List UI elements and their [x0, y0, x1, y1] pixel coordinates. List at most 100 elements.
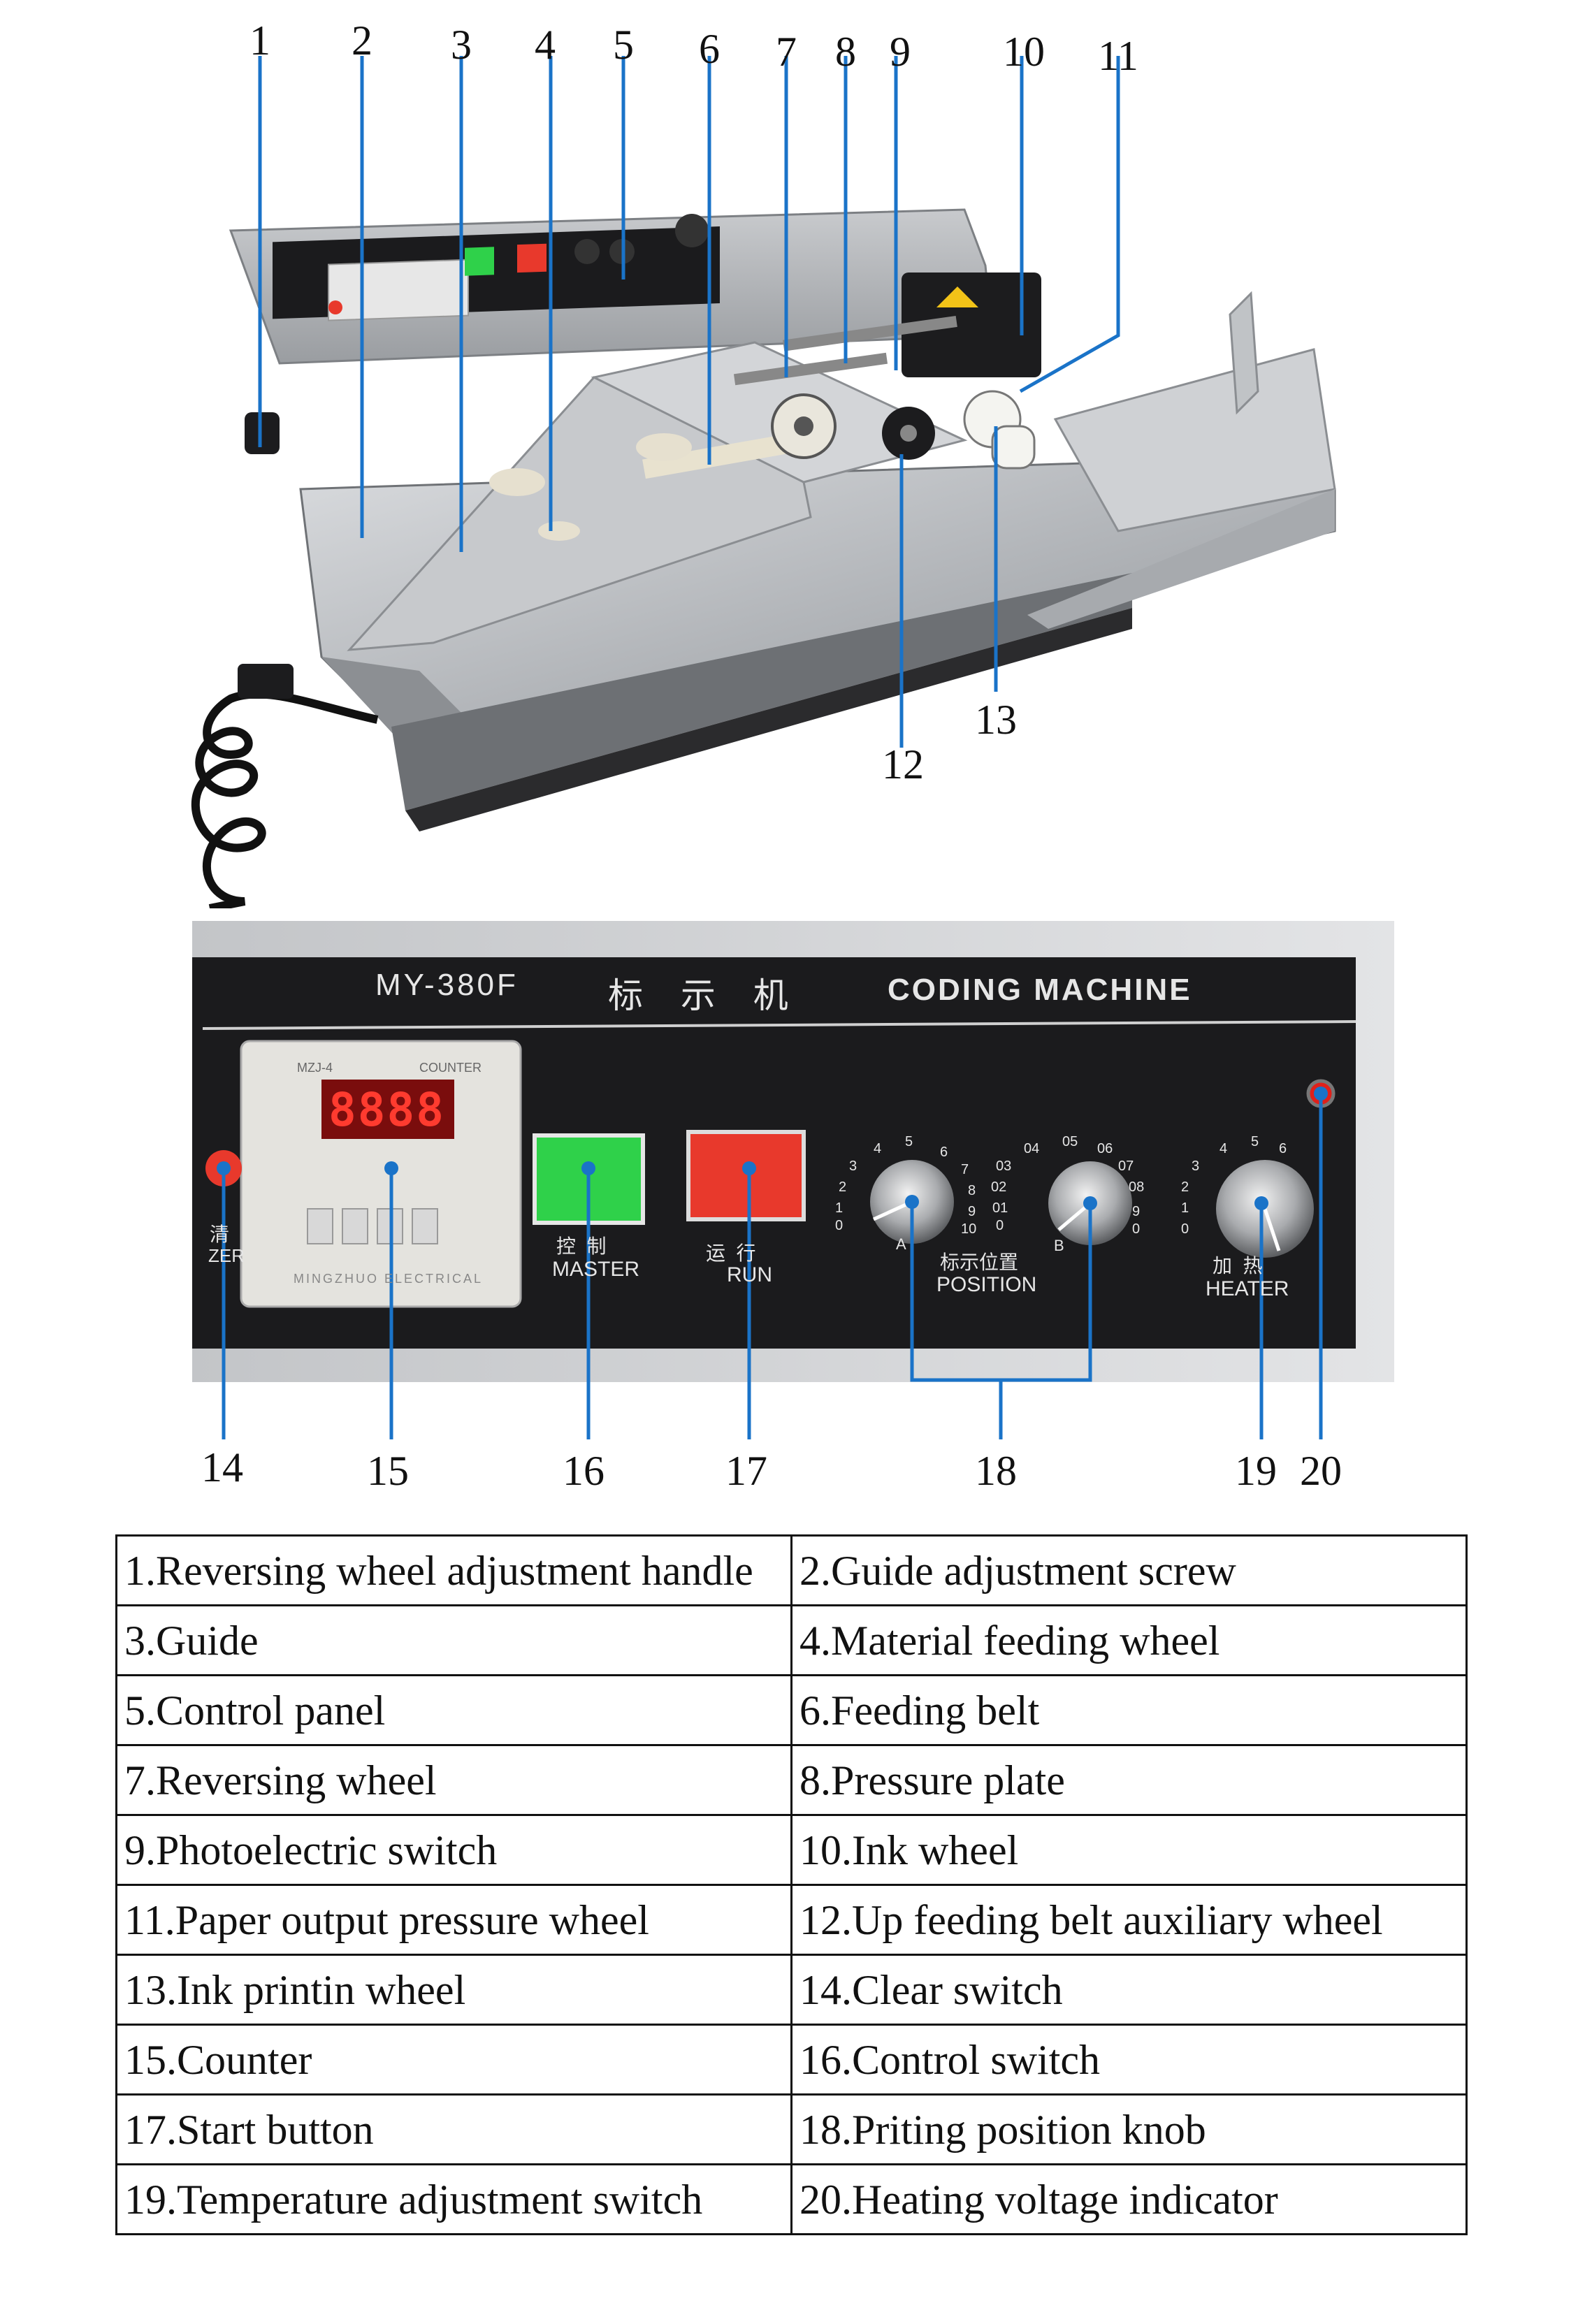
run-button-shape — [686, 1130, 806, 1221]
power-cord — [191, 690, 379, 908]
svg-text:9: 9 — [968, 1204, 976, 1219]
print-head — [902, 273, 1041, 377]
legend-cell: 10.Ink wheel — [790, 1814, 1468, 1886]
svg-text:0: 0 — [835, 1218, 843, 1233]
table-row: 7.Reversing wheel 8.Pressure plate — [115, 1744, 1468, 1816]
svg-text:1: 1 — [1181, 1200, 1189, 1216]
run-cn-label: 运 行 — [706, 1242, 756, 1264]
counter-label: COUNTER — [419, 1061, 482, 1075]
master-button-shape — [533, 1133, 645, 1225]
callout-4: 4 — [535, 22, 556, 68]
callout-16: 16 — [563, 1448, 605, 1494]
svg-text:8: 8 — [968, 1183, 976, 1198]
svg-text:03: 03 — [996, 1159, 1011, 1174]
legend-cell: 15.Counter — [115, 2024, 792, 2096]
svg-text:01: 01 — [992, 1200, 1008, 1216]
svg-text:3: 3 — [1192, 1159, 1199, 1174]
svg-text:02: 02 — [991, 1179, 1006, 1195]
svg-text:10: 10 — [961, 1221, 976, 1237]
legend-cell: 18.Priting position knob — [790, 2093, 1468, 2165]
machine-photo — [191, 56, 1336, 908]
legend-cell: 3.Guide — [115, 1604, 792, 1676]
svg-text:05: 05 — [1062, 1134, 1078, 1149]
legend-cell: 9.Photoelectric switch — [115, 1814, 792, 1886]
handle-knob — [245, 412, 280, 454]
table-row: 5.Control panel 6.Feeding belt — [115, 1674, 1468, 1746]
callout-8: 8 — [835, 29, 856, 75]
svg-text:5: 5 — [905, 1134, 913, 1149]
legend-cell: 8.Pressure plate — [790, 1744, 1468, 1816]
table-row: 9.Photoelectric switch 10.Ink wheel — [115, 1814, 1468, 1886]
svg-text:4: 4 — [1219, 1141, 1227, 1156]
title-en-label: CODING MACHINE — [888, 973, 1192, 1007]
legend-cell: 20.Heating voltage indicator — [790, 2163, 1468, 2235]
master-en-label: MASTER — [552, 1258, 640, 1281]
heater-en-label: HEATER — [1206, 1277, 1289, 1300]
legend-cell: 13.Ink printin wheel — [115, 1954, 792, 2026]
callout-15: 15 — [367, 1448, 409, 1494]
callout-5: 5 — [613, 22, 634, 68]
table-row: 13.Ink printin wheel 14.Clear switch — [115, 1954, 1468, 2026]
zero-en-label: ZER — [208, 1245, 245, 1266]
legend-cell: 4.Material feeding wheel — [790, 1604, 1468, 1676]
callout-14: 14 — [201, 1444, 243, 1490]
table-row: 15.Counter 16.Control switch — [115, 2024, 1468, 2096]
clear-switch-shape — [205, 1150, 242, 1186]
callout-2: 2 — [352, 17, 372, 64]
table-row: 3.Guide 4.Material feeding wheel — [115, 1604, 1468, 1676]
position-en-label: POSITION — [936, 1273, 1037, 1296]
legend-cell: 6.Feeding belt — [790, 1674, 1468, 1746]
heater-knob — [1216, 1160, 1314, 1258]
heater-cn-label: 加 热 — [1213, 1255, 1263, 1277]
legend-cell: 1.Reversing wheel adjustment handle — [115, 1534, 792, 1606]
svg-text:5: 5 — [1251, 1134, 1259, 1149]
master-cn-label: 控 制 — [556, 1235, 607, 1257]
zero-cn-label: 清 — [210, 1223, 230, 1245]
svg-text:2: 2 — [839, 1179, 846, 1195]
position-knob-a — [870, 1160, 954, 1244]
svg-text:04: 04 — [1024, 1141, 1039, 1156]
callout-1: 1 — [249, 17, 270, 64]
legend-cell: 14.Clear switch — [790, 1954, 1468, 2026]
callout-19: 19 — [1235, 1448, 1277, 1494]
callout-18: 18 — [975, 1448, 1017, 1494]
callout-3: 3 — [451, 22, 472, 68]
table-row: 19.Temperature adjustment switch 20.Heat… — [115, 2163, 1468, 2235]
svg-text:06: 06 — [1097, 1141, 1113, 1156]
svg-text:0: 0 — [1132, 1221, 1140, 1237]
callout-11: 11 — [1098, 33, 1138, 79]
svg-text:6: 6 — [940, 1145, 948, 1160]
knob-b-label: B — [1054, 1237, 1064, 1254]
legend-cell: 5.Control panel — [115, 1674, 792, 1746]
run-en-label: RUN — [727, 1263, 772, 1286]
callout-10: 10 — [1003, 29, 1045, 75]
legend-cell: 19.Temperature adjustment switch — [115, 2163, 792, 2235]
legend-cell: 12.Up feeding belt auxiliary wheel — [790, 1884, 1468, 1956]
parts-legend-table: 1.Reversing wheel adjustment handle 2.Gu… — [115, 1534, 1468, 2235]
callout-7: 7 — [776, 29, 797, 75]
svg-text:9: 9 — [1132, 1204, 1140, 1219]
legend-cell: 7.Reversing wheel — [115, 1744, 792, 1816]
counter-maker: MINGZHUO ELECTRICAL — [294, 1272, 484, 1286]
model-label: MY-380F — [375, 968, 519, 1002]
callout-13: 13 — [975, 697, 1017, 743]
title-cn-label: 标 示 机 — [608, 976, 802, 1015]
knob-a-label: A — [896, 1235, 906, 1253]
svg-text:0: 0 — [996, 1218, 1004, 1233]
position-knob-b — [1048, 1161, 1132, 1245]
callout-20: 20 — [1300, 1448, 1342, 1494]
position-cn-label: 标示位置 — [940, 1251, 1019, 1273]
counter-brand: MZJ-4 — [297, 1061, 333, 1075]
svg-text:6: 6 — [1279, 1141, 1287, 1156]
svg-text:4: 4 — [874, 1141, 881, 1156]
table-row: 11.Paper output pressure wheel 12.Up fee… — [115, 1884, 1468, 1956]
svg-text:07: 07 — [1118, 1159, 1134, 1174]
guide-plate — [347, 376, 812, 651]
heating-indicator-shape — [1306, 1079, 1336, 1108]
counter-display: 8888 — [328, 1083, 445, 1137]
svg-text:7: 7 — [961, 1162, 969, 1177]
callout-6: 6 — [699, 26, 720, 72]
callout-12: 12 — [882, 741, 924, 787]
table-row: 1.Reversing wheel adjustment handle 2.Gu… — [115, 1534, 1468, 1606]
svg-text:08: 08 — [1129, 1179, 1144, 1195]
